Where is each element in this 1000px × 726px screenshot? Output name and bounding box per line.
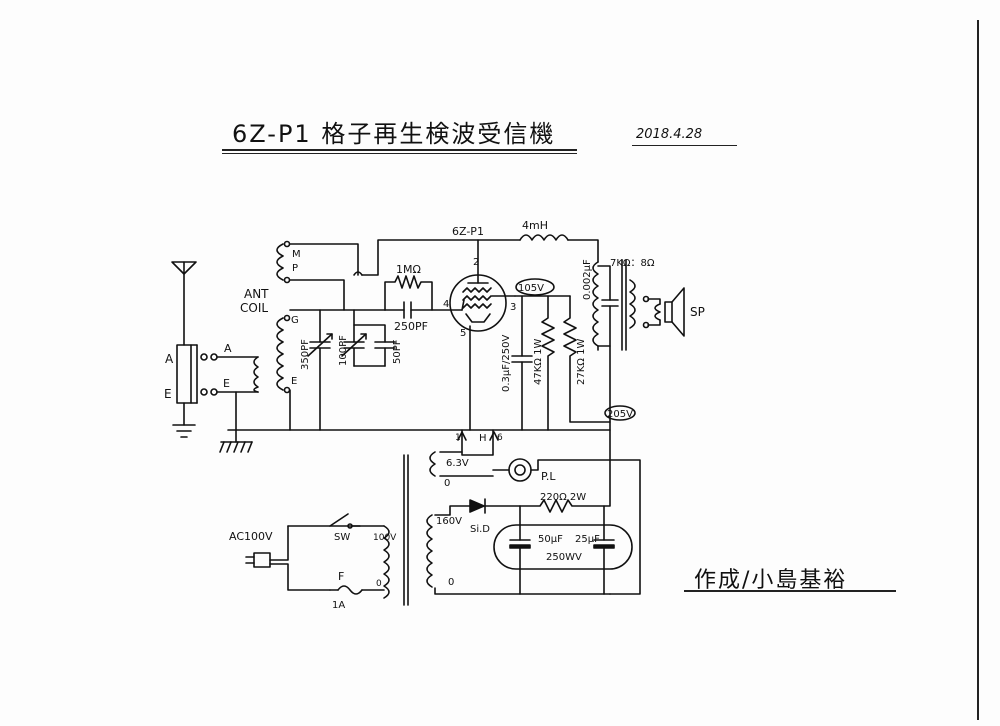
tickler-coil — [276, 240, 291, 284]
sec-0-label: 0 — [448, 577, 454, 588]
grid-capacitor — [384, 301, 463, 319]
filt-c2-label: 25μF — [575, 534, 600, 545]
fuse-rating-label: 1A — [332, 600, 345, 611]
ant-coil-label-1: ANT — [244, 287, 269, 301]
tuning-capacitor-350pf — [307, 309, 333, 431]
author-underline — [684, 590, 896, 592]
b-voltage-marker — [604, 405, 636, 421]
resistor-27k — [563, 295, 611, 423]
pin4-label: 4 — [443, 299, 449, 310]
heater-0-label: 0 — [444, 478, 450, 489]
pri-0-label: 0 — [376, 579, 382, 589]
coil-p-label: P — [292, 263, 298, 274]
pilot-label: P.L — [541, 470, 556, 483]
ant-coil-label-2: COIL — [240, 301, 268, 315]
fuse-icon — [329, 585, 385, 595]
coil-m-label: M — [292, 249, 301, 260]
grid-res-label: 1MΩ — [396, 263, 421, 276]
chassis-ground-icon — [219, 429, 253, 453]
title-underline — [222, 149, 577, 151]
speaker-label: SP — [690, 305, 705, 319]
ant-secondary-coil — [276, 314, 291, 394]
byp-cap-label: 0.3μF/250V — [501, 335, 512, 392]
fuse-label: F — [338, 570, 344, 583]
power-switch — [329, 513, 385, 529]
terminal-block — [176, 344, 218, 404]
filter-capacitor-25uf — [593, 505, 615, 595]
plate-v-label: 105V — [518, 283, 544, 294]
date-underline — [632, 145, 737, 146]
filt-c1-label: 50μF — [538, 534, 563, 545]
coil-g-label: G — [291, 315, 299, 326]
choke-label: 4mH — [522, 219, 548, 232]
h-pin6-label: 6 — [497, 433, 503, 443]
pilot-lamp — [492, 458, 611, 482]
tube-label: 6Z-P1 — [452, 225, 484, 238]
pin2-label: 2 — [473, 257, 479, 268]
plate-voltage-marker — [515, 278, 555, 296]
output-transformer — [592, 259, 636, 351]
paper-edge — [977, 20, 979, 720]
grid-cap-label: 250PF — [394, 320, 428, 333]
heater-switch-leads — [457, 429, 499, 456]
terminal-e-label: E — [164, 387, 172, 401]
filt-wv-label: 250WV — [546, 552, 582, 563]
speaker-icon — [642, 287, 685, 337]
filter-capacitor-50uf — [509, 505, 531, 595]
antenna-icon — [171, 261, 197, 346]
out-trans-label: 7KΩ：8Ω — [610, 258, 655, 269]
terminal-ground-icon — [172, 424, 196, 438]
power-transformer — [383, 454, 433, 606]
heater-v-label: 6.3V — [446, 458, 469, 469]
page-title: 6Z-P1 格子再生検波受信機 — [232, 120, 556, 148]
sec-v-label: 160V — [436, 516, 462, 527]
heater-winding — [429, 451, 494, 477]
ant-primary-coil — [253, 356, 259, 393]
filter-resistor — [519, 459, 611, 513]
pin3-label: 3 — [510, 302, 516, 313]
r2-label: 27KΩ 1W — [576, 339, 587, 385]
date-label: 2018.4.28 — [636, 127, 703, 142]
tuning-capacitor-100pf — [341, 309, 367, 367]
pri-v-label: 100V — [373, 533, 397, 543]
ac-label: AC100V — [229, 530, 273, 543]
pin5-label: 5 — [460, 328, 466, 339]
wire-e-label: E — [223, 377, 230, 390]
c-trim-label: 50PF — [392, 339, 403, 364]
bypass-capacitor — [511, 295, 533, 431]
title-underline-2 — [222, 153, 577, 154]
resistor-47k — [541, 295, 555, 431]
sw-label: SW — [334, 532, 350, 543]
filter-cap-enclosure — [493, 524, 633, 570]
rect-label: Si.D — [470, 524, 490, 535]
coil-e-label: E — [291, 376, 297, 387]
grid-leak-resistor — [384, 275, 433, 311]
vc2-label: 100PF — [338, 335, 349, 366]
trimmer-capacitor-50pf — [353, 324, 396, 367]
h-label: H — [479, 433, 487, 444]
h-pin1-label: 1 — [455, 433, 461, 443]
filt-r-label: 220Ω 2W — [540, 492, 586, 503]
out-cap-label: 0.002μF — [582, 259, 593, 300]
plate-choke-4mh — [519, 234, 599, 263]
vacuum-tube-6zp1 — [449, 239, 516, 431]
rectifier-diode — [469, 498, 521, 514]
author-label: 作成/小島基裕 — [694, 568, 848, 593]
b-v-label: 205V — [607, 409, 633, 420]
terminal-a-label: A — [165, 352, 174, 366]
vc1-label: 350PF — [300, 339, 311, 370]
r1-label: 47KΩ 1W — [533, 339, 544, 385]
wire-a-label: A — [224, 342, 232, 355]
